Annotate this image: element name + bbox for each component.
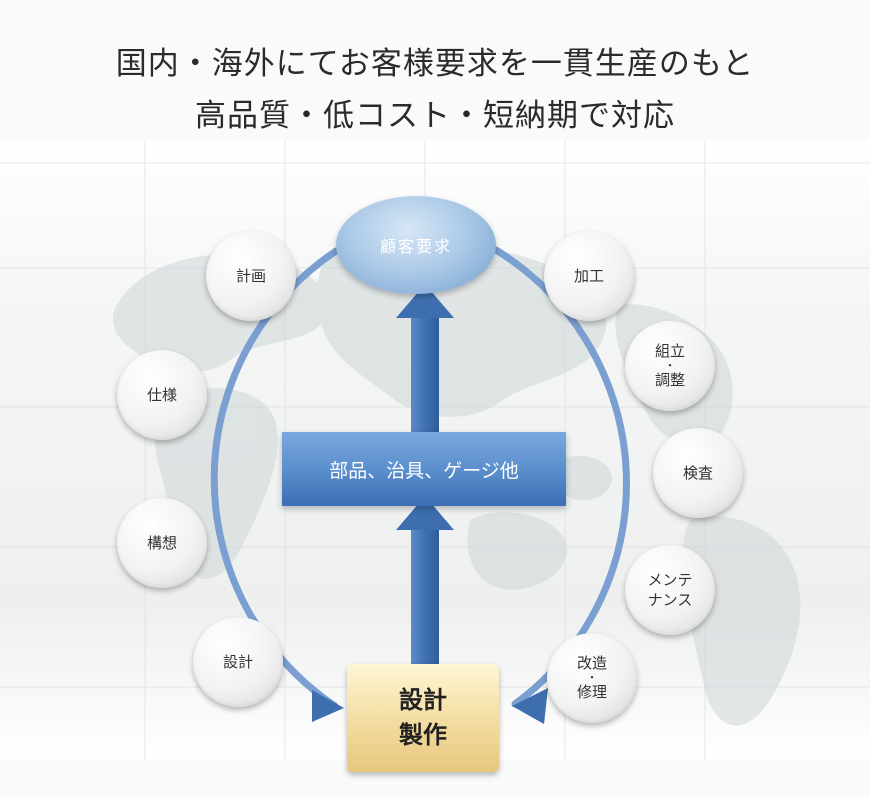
node-design: 設計 (193, 617, 283, 707)
center-arrow-lower (396, 496, 454, 664)
node-assembly-sep: ・ (664, 358, 676, 372)
node-maintenance: メンテ ナンス (625, 545, 715, 635)
node-design-label: 設計 (222, 652, 253, 671)
customer-request-node: 顧客要求 (336, 196, 496, 294)
node-spec-label: 仕様 (146, 385, 177, 404)
ring-arrowhead-right (512, 688, 548, 724)
node-concept: 構想 (117, 498, 207, 588)
node-spec: 仕様 (117, 350, 207, 440)
node-repair-sep: ・ (586, 670, 598, 684)
node-maintenance-line-2: ナンス (647, 591, 693, 609)
node-assembly-line-2: 調整 (654, 371, 685, 390)
node-maintenance-line-1: メンテ (647, 570, 693, 589)
node-inspection: 検査 (653, 428, 743, 518)
node-concept-label: 構想 (146, 533, 177, 552)
header-line-1: 国内・海外にてお客様要求を一貫生産のもと (115, 46, 755, 82)
center-arrow-upper (396, 284, 454, 434)
header-line-2: 高品質・低コスト・短納期で対応 (195, 98, 675, 134)
node-assembly: 組立 ・ 調整 (625, 321, 715, 411)
node-machining-label: 加工 (573, 266, 604, 285)
node-plan-label: 計画 (235, 266, 266, 285)
node-inspection-label: 検査 (682, 463, 713, 482)
node-repair: 改造 ・ 修理 (547, 633, 637, 723)
core-line-2: 製作 (399, 721, 447, 749)
core-line-1: 設計 (399, 686, 447, 715)
node-repair-line-1: 改造 (576, 654, 607, 673)
parts-bar: 部品、治具、ゲージ他 (282, 432, 566, 506)
node-repair-line-2: 修理 (576, 683, 607, 702)
node-plan: 計画 (206, 231, 296, 321)
node-assembly-line-1: 組立 (654, 342, 685, 361)
node-machining: 加工 (544, 231, 634, 321)
design-manufacture-box: 設計 製作 (347, 664, 499, 772)
ring-arrowhead-left (312, 690, 344, 722)
